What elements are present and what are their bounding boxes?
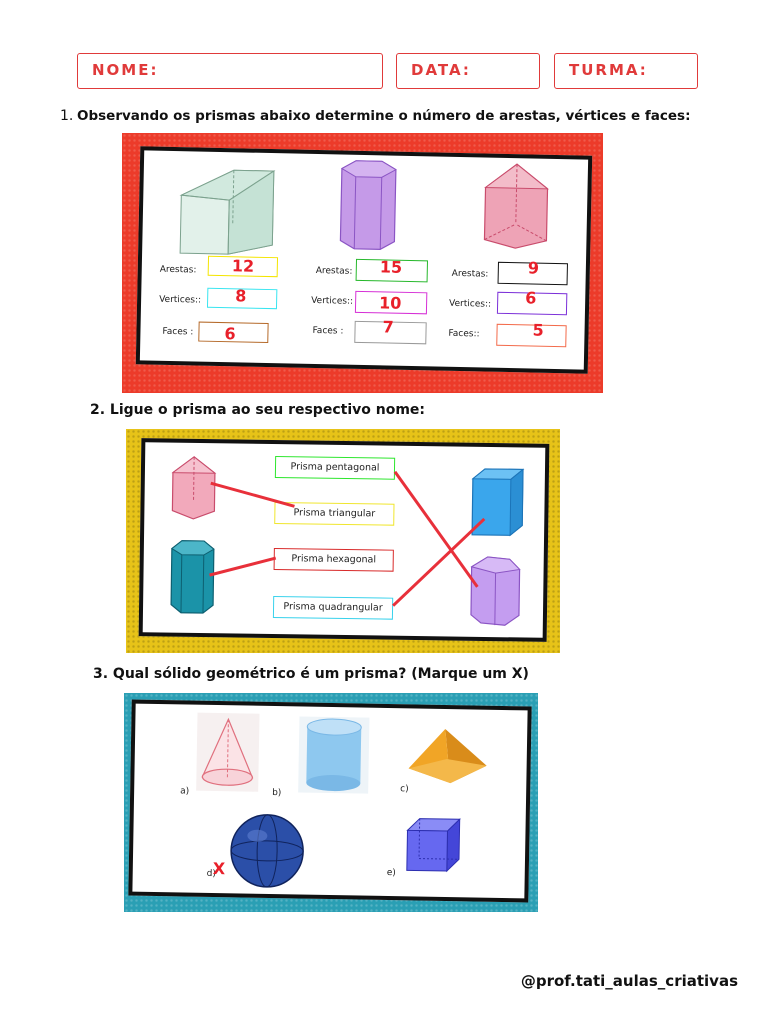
option-c-label: c) [400, 784, 409, 795]
faces-label-2: Faces : [312, 325, 344, 337]
hexagonal-prism-icon [170, 540, 215, 614]
line-quadrangular [392, 517, 486, 607]
cylinder-icon [298, 716, 370, 794]
option-e-label: e) [386, 868, 396, 879]
faces-answer-1: 6 [224, 324, 236, 344]
faces-label-1: Faces : [162, 326, 194, 338]
faces-answer-2: 7 [382, 317, 394, 337]
edges-label-1: Arestas: [159, 264, 197, 276]
line-hexagonal [209, 556, 277, 577]
edges-answer-1: 12 [231, 256, 255, 276]
faces-label-3: Faces:: [448, 328, 480, 340]
hexagonal-prism-icon [339, 160, 397, 250]
faces-answer-3: 5 [532, 320, 544, 340]
class-field[interactable]: TURMA: [554, 53, 698, 89]
option-b-label: b) [272, 787, 282, 799]
cube-icon [406, 818, 461, 873]
vertices-label-3: Vertices:: [448, 298, 492, 310]
trapezoidal-prism-icon [179, 169, 276, 255]
edges-answer-2: 15 [379, 257, 403, 277]
date-label: DATA: [411, 61, 471, 79]
pyramid-icon [408, 729, 487, 784]
line-triangular [210, 481, 295, 508]
question-3-card: a) b) c) d) X e) [128, 699, 532, 903]
line-pentagonal [393, 470, 479, 588]
vertices-answer-1: 8 [235, 286, 247, 306]
sphere-icon [230, 814, 304, 888]
vertices-answer-2: 10 [378, 293, 402, 313]
name-label: NOME: [92, 61, 159, 79]
triangular-prism-icon [171, 456, 217, 520]
question-2-title: 2. Ligue o prisma ao seu respectivo nome… [90, 402, 426, 418]
class-label: TURMA: [569, 61, 648, 79]
edges-answer-3: 9 [527, 258, 540, 278]
question-1-number: 1. [60, 108, 74, 124]
option-a-label: a) [180, 786, 190, 797]
vertices-answer-3: 6 [525, 288, 537, 308]
question-1-panel: Arestas: 12 Vertices:: 8 Faces : 6 Arest… [122, 133, 603, 393]
vertices-label-2: Vertices:: [311, 295, 354, 307]
quadrangular-prism-icon [471, 468, 525, 537]
question-1-title: Observando os prismas abaixo determine o… [77, 108, 691, 124]
cone-icon [196, 712, 260, 792]
edges-label-2: Arestas: [315, 265, 353, 277]
question-2-card: Prisma pentagonal Prisma triangular Pris… [138, 438, 550, 642]
question-3-panel: a) b) c) d) X e) [124, 693, 538, 912]
question-1-card: Arestas: 12 Vertices:: 8 Faces : 6 Arest… [135, 146, 593, 374]
question-2-panel: Prisma pentagonal Prisma triangular Pris… [126, 429, 560, 653]
question-3-title: 3. Qual sólido geométrico é um prisma? (… [93, 666, 529, 682]
pentagonal-prism-icon [470, 556, 521, 626]
option-d-x-mark[interactable]: X [212, 858, 226, 879]
date-field[interactable]: DATA: [396, 53, 540, 89]
edges-label-3: Arestas: [451, 268, 489, 280]
name-field[interactable]: NOME: [77, 53, 383, 89]
triangular-prism-icon [483, 163, 549, 249]
credit-text: @prof.tati_aulas_criativas [520, 972, 738, 990]
connection-lines [209, 470, 486, 607]
vertices-label-1: Vertices:: [159, 294, 202, 306]
